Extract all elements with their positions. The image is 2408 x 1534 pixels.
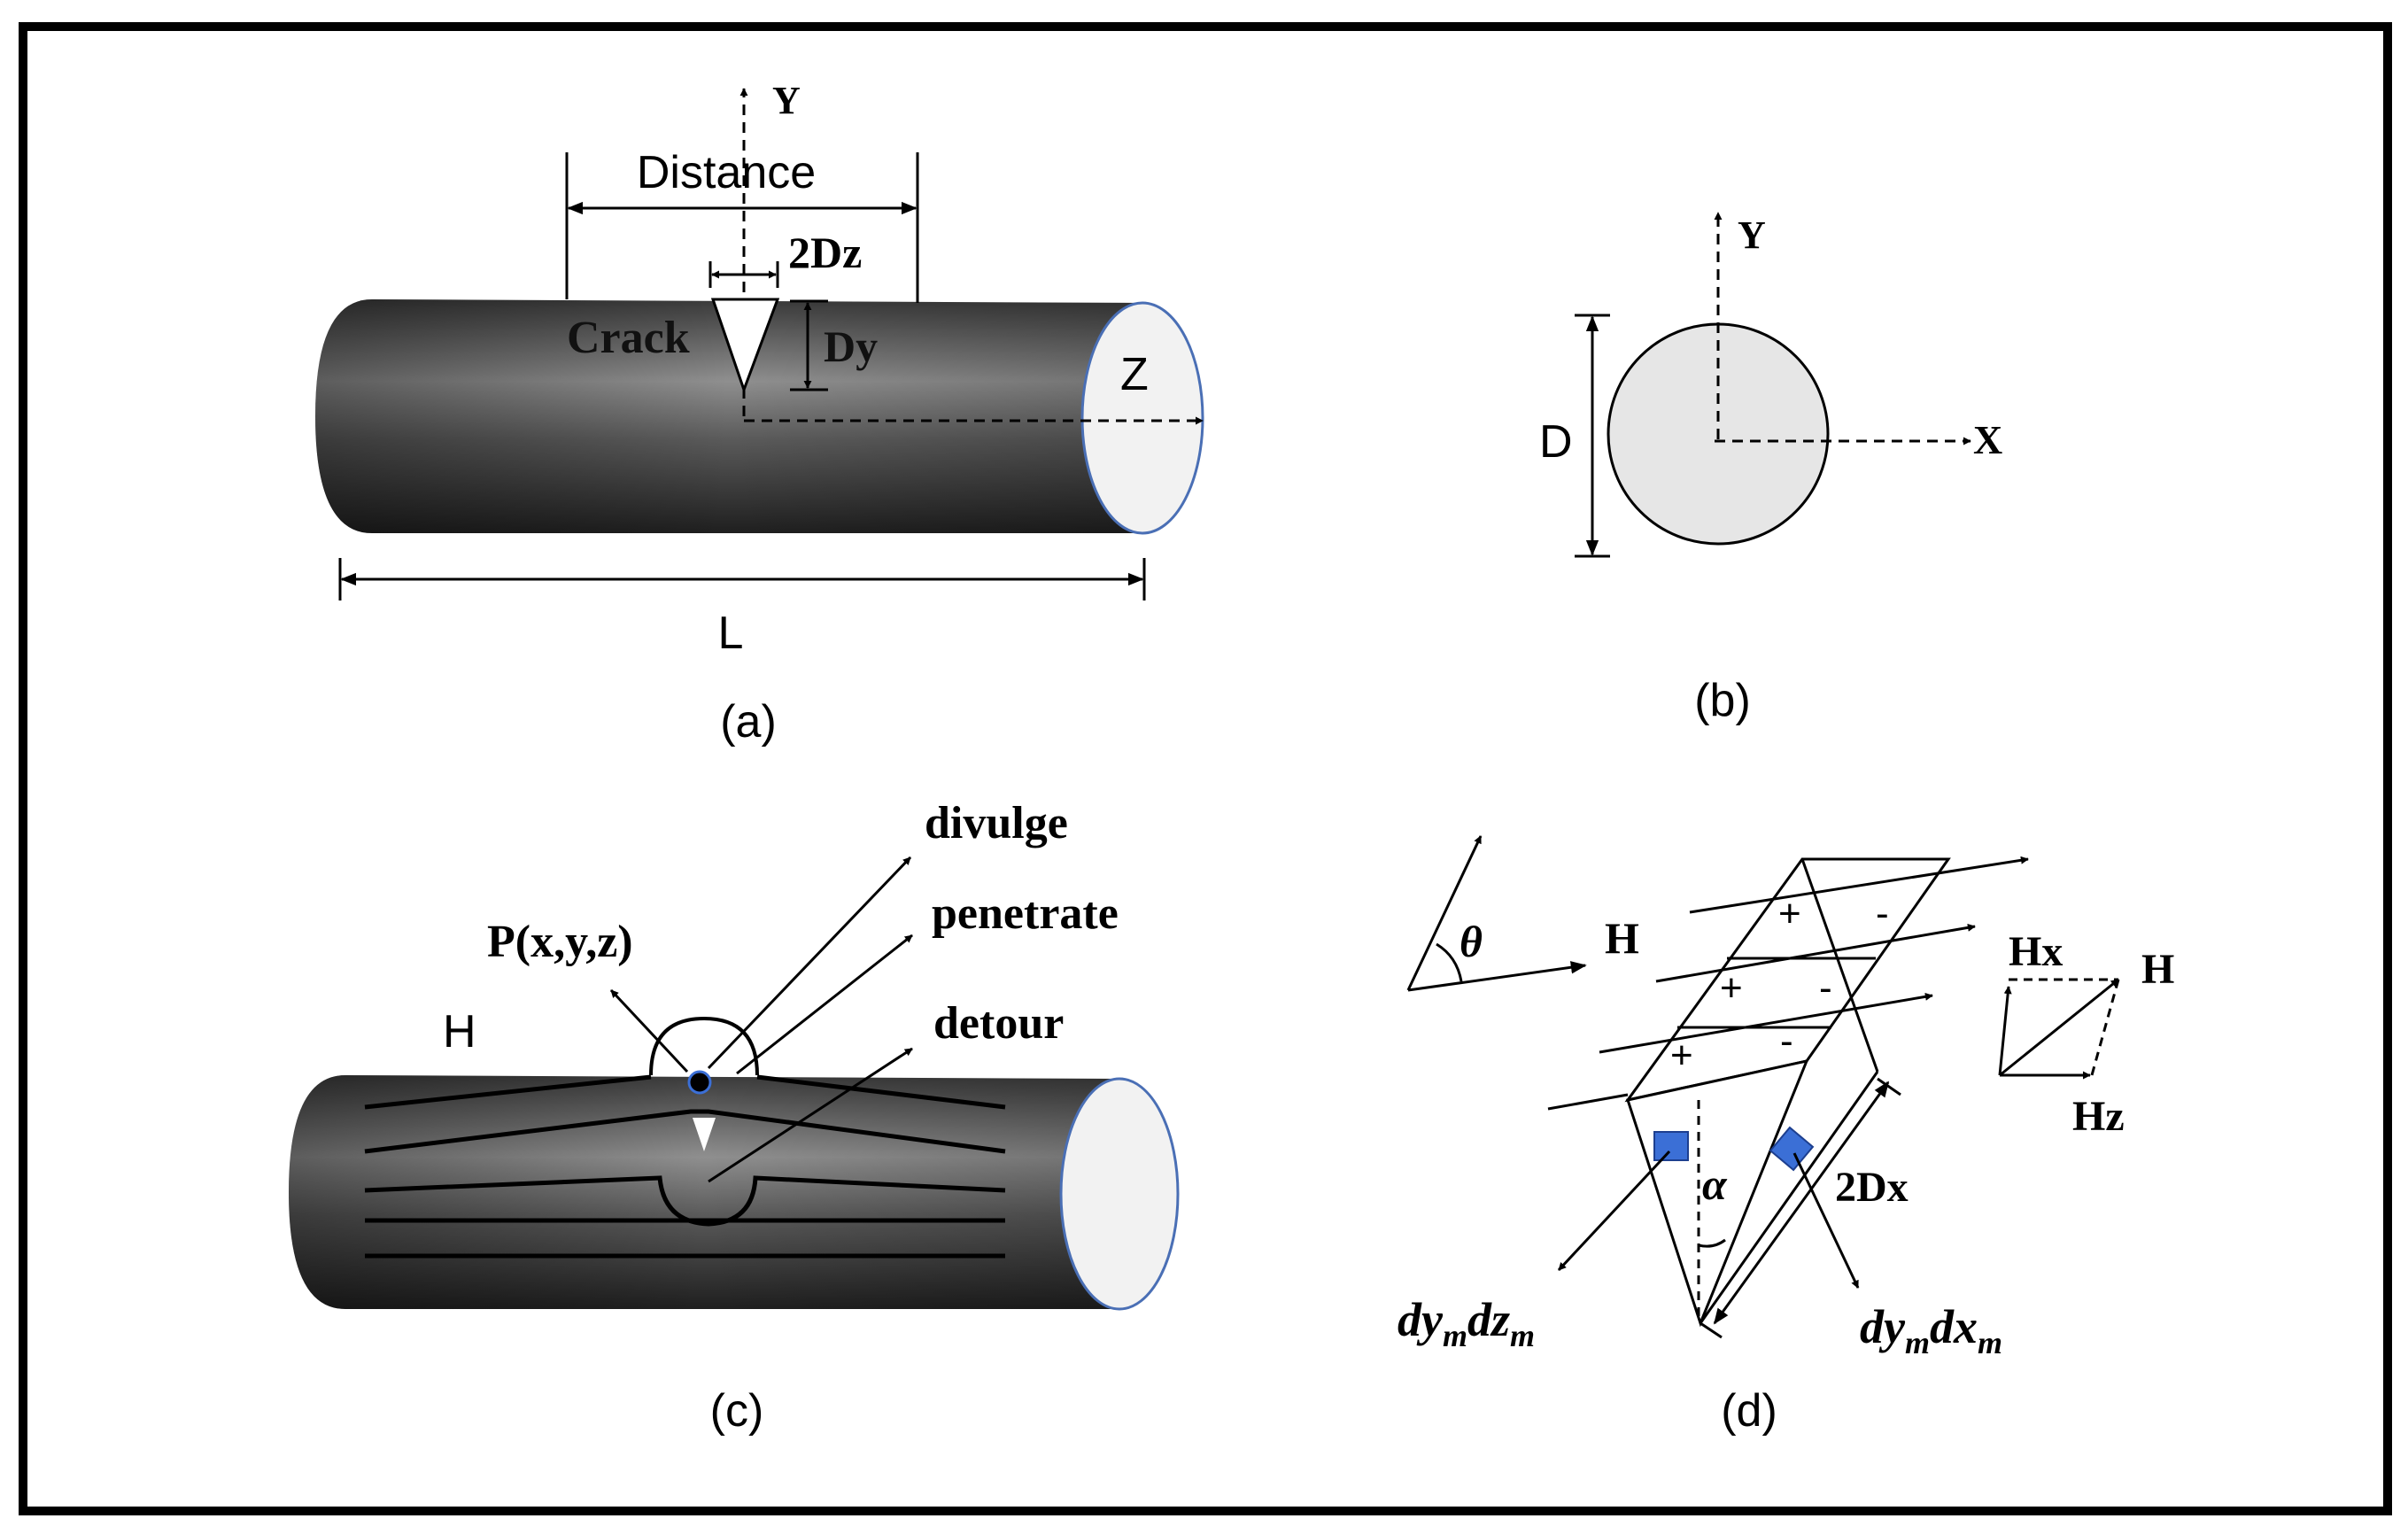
field-arrow-3 (1599, 992, 1933, 1054)
width-arrow (1713, 1081, 1890, 1325)
crack-depth-label: Dy (824, 322, 878, 371)
hx-arrow (1998, 986, 2012, 1076)
element-dz-sub2: m (1510, 1318, 1535, 1353)
width-tick-top (1877, 1077, 1901, 1096)
field-line-2 (756, 1074, 1006, 1110)
element-dz-term1: dy (1398, 1293, 1444, 1346)
h-resultant-label: H (2141, 946, 2174, 993)
panel-c: H P(x,y,z) divulge penetrate detour (c) (289, 798, 1180, 1437)
element-dz-label: dymdzm (1398, 1293, 1535, 1353)
panel-a: Y Z Distance 2Dz Crack Dy L (a) (315, 79, 1204, 748)
element-dx-sub2: m (1978, 1325, 2002, 1360)
width-label: 2Dx (1835, 1164, 1909, 1211)
axis-x-label-b: X (1973, 417, 2002, 462)
crack-triangle (710, 298, 780, 394)
divulge-label: divulge (925, 798, 1068, 848)
point-p-marker (687, 1070, 712, 1095)
axis-y-label: Y (772, 79, 801, 122)
theta-arc (1436, 942, 1463, 982)
field-label-c: H (443, 1006, 476, 1058)
theta-label: θ (1460, 917, 1483, 966)
diameter-label: D (1539, 416, 1573, 468)
charge-minus-1: - (1876, 892, 1889, 935)
prism-diag (1800, 858, 1879, 1073)
field-label-d: H (1605, 913, 1639, 963)
element-dx-sub1: m (1905, 1325, 1930, 1360)
rod-shade (315, 299, 1142, 533)
charge-minus-3: - (1780, 1019, 1793, 1063)
sensor-dx-square (1769, 1126, 1815, 1172)
rod-end-face (1080, 301, 1204, 535)
point-p-label: P(x,y,z) (487, 917, 633, 967)
field-line-3 (364, 1109, 1006, 1154)
figure-frame (19, 22, 2392, 1515)
detour-arrow (708, 1047, 913, 1183)
caption-b: (b) (1694, 675, 1751, 726)
hx-label: Hx (2009, 928, 2063, 975)
theta-base-arrow (1407, 961, 1587, 992)
theta-ray-arrow (1406, 835, 1483, 991)
field-line-1 (364, 1074, 652, 1110)
sensor-dz-square (1653, 1131, 1689, 1161)
caption-c: (c) (710, 1385, 764, 1437)
sensor-dz-arrow (1557, 1150, 1671, 1272)
panel-b: Y X D (b) (1539, 212, 2002, 726)
width-tick-bottom (1700, 1321, 1723, 1339)
crack-label: Crack (567, 313, 690, 363)
sensor-dx-arrow (1792, 1152, 1860, 1289)
divulge-bulge (649, 1016, 759, 1076)
element-dz-term2: dz (1467, 1293, 1510, 1346)
penetrate-label: penetrate (932, 888, 1119, 939)
alpha-label: α (1702, 1159, 1728, 1209)
axis-y-label-b: Y (1738, 213, 1766, 257)
h-resultant-arrow (1999, 978, 2119, 1077)
penetrate-arrow (736, 934, 913, 1075)
panel-d: θ H α + - + - + - 2Dx (1398, 835, 2174, 1437)
detour-label: detour (933, 998, 1064, 1049)
caption-d: (d) (1721, 1385, 1777, 1437)
charge-plus-1: + (1778, 892, 1801, 935)
length-label: L (718, 608, 744, 659)
detour-line (364, 1175, 1006, 1227)
hz-dash (2090, 979, 2120, 1076)
point-p-arrow (609, 988, 689, 1073)
distance-label: Distance (637, 147, 816, 198)
element-dx-term1: dy (1860, 1300, 1906, 1353)
element-dx-label: dymdxm (1860, 1300, 2002, 1360)
charge-plus-2: + (1720, 966, 1743, 1010)
divulge-arrow (707, 856, 912, 1070)
charge-minus-2: - (1819, 966, 1832, 1010)
hz-label: Hz (2072, 1093, 2125, 1140)
element-dz-sub1: m (1443, 1318, 1467, 1353)
crack-triangle-c (693, 1118, 716, 1151)
rod-end-face-c (1059, 1077, 1180, 1311)
field-arrow-2 (1655, 923, 1976, 983)
axis-z-label: Z (1120, 349, 1149, 400)
field-arrow-1 (1689, 856, 2029, 914)
element-dx-term2: dx (1930, 1300, 1978, 1353)
crack-width-label: 2Dz (788, 228, 862, 277)
field-arrow-4 (1547, 1093, 1629, 1111)
caption-a: (a) (720, 696, 777, 748)
